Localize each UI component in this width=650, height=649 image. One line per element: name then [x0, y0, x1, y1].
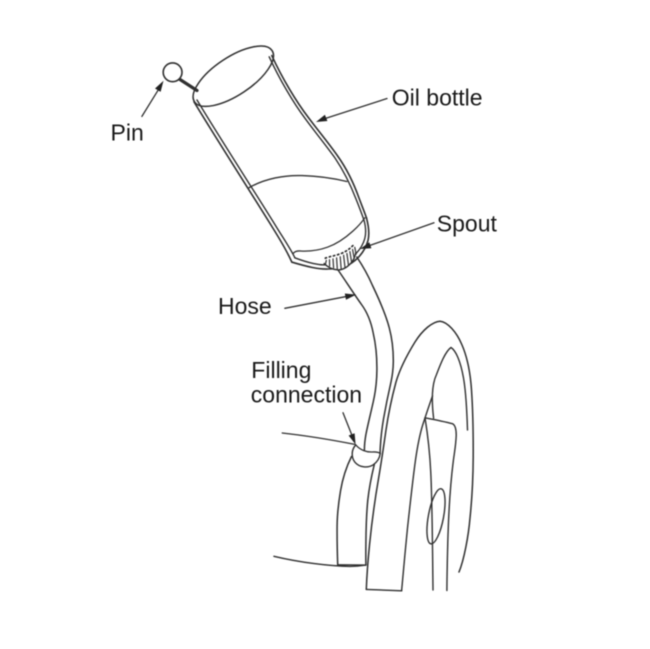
svg-text:Hose: Hose [218, 293, 272, 319]
svg-text:connection: connection [251, 381, 362, 407]
svg-text:Filling: Filling [251, 357, 311, 383]
svg-text:Spout: Spout [437, 211, 498, 237]
svg-text:Pin: Pin [111, 119, 144, 145]
svg-text:Oil bottle: Oil bottle [392, 85, 483, 111]
